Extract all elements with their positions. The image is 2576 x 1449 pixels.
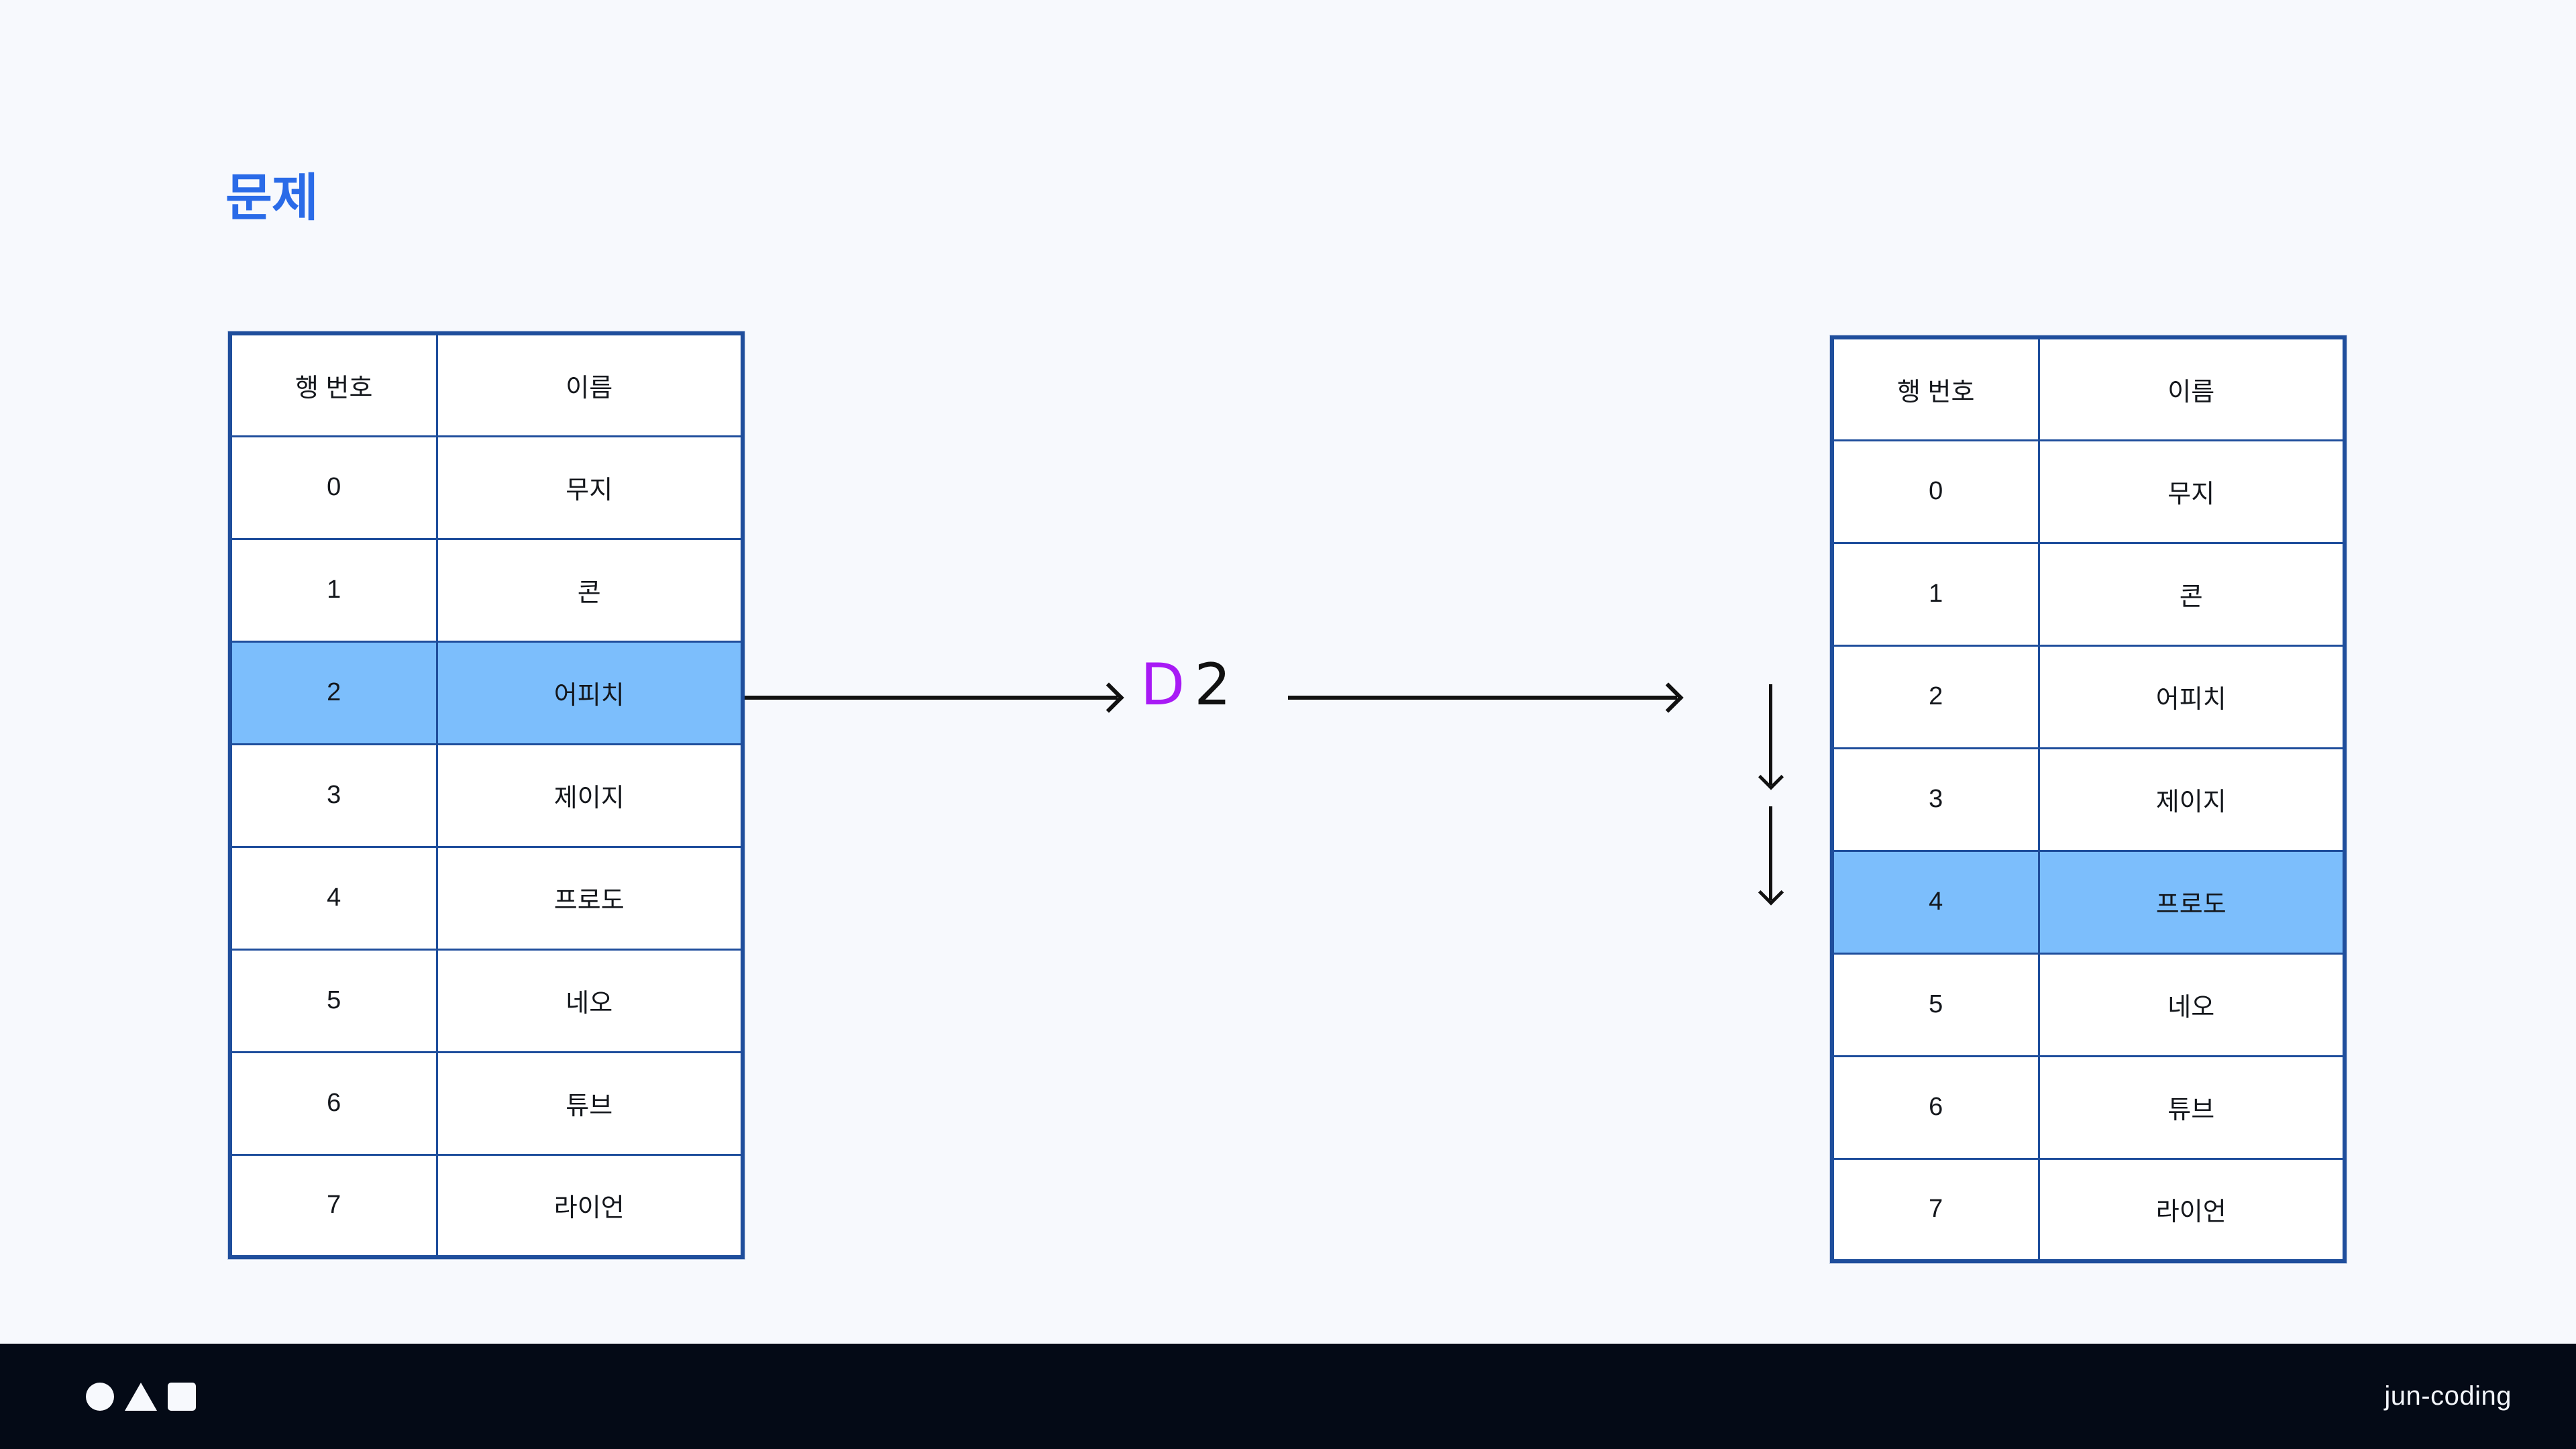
before-table-cell-name: 튜브 — [435, 1051, 744, 1156]
before-table-cell-row-number: 5 — [229, 948, 438, 1053]
circle-icon — [86, 1382, 114, 1411]
after-table-cell-row-number: 2 — [1831, 644, 2040, 749]
after-table-cell-row-number: 5 — [1831, 952, 2040, 1057]
page-title: 문제 — [225, 170, 319, 227]
square-icon — [168, 1382, 196, 1411]
after-table-cell-name: 무지 — [2037, 439, 2346, 544]
before-table-cell-row-number: 2 — [229, 640, 438, 745]
arrow-right-out-icon — [1288, 696, 1677, 700]
before-table-cell-row-number: 4 — [229, 845, 438, 951]
after-table-cell-row-number: 3 — [1831, 747, 2040, 852]
after-table-cell-row-number: 7 — [1831, 1157, 2040, 1263]
before-table-cell-row-number: 3 — [229, 743, 438, 848]
arrow-down-step-1-icon — [1769, 684, 1772, 785]
before-table-header-cell-row-number: 행 번호 — [229, 332, 438, 437]
footer-brand-label: jun-coding — [2384, 1381, 2512, 1411]
shift-arrows-group — [1758, 684, 1784, 900]
before-table-cell-name: 라이언 — [435, 1153, 744, 1258]
before-table-cell-name: 네오 — [435, 948, 744, 1053]
before-table-cell-row-number: 7 — [229, 1153, 438, 1258]
triangle-icon — [125, 1382, 157, 1411]
before-table-cell-row-number: 0 — [229, 435, 438, 540]
before-table-header-cell-name: 이름 — [435, 332, 744, 437]
after-table-cell-name: 제이지 — [2037, 747, 2346, 852]
after-table-cell-name: 튜브 — [2037, 1055, 2346, 1160]
before-table-cell-row-number: 1 — [229, 537, 438, 643]
footer-bar: jun-coding — [0, 1344, 2576, 1449]
before-table-cell-name: 프로도 — [435, 845, 744, 951]
before-table-cell-name: 무지 — [435, 435, 744, 540]
operation-letter: D — [1140, 651, 1185, 718]
before-table-cell-row-number: 6 — [229, 1051, 438, 1156]
after-table-header-cell-name: 이름 — [2037, 336, 2346, 441]
operation-value: 2 — [1194, 651, 1231, 718]
after-table-cell-name: 어피치 — [2037, 644, 2346, 749]
after-table-cell-row-number: 4 — [1831, 849, 2040, 955]
after-table-cell-row-number: 6 — [1831, 1055, 2040, 1160]
after-table-cell-name: 콘 — [2037, 541, 2346, 647]
before-table-cell-name: 어피치 — [435, 640, 744, 745]
arrow-down-step-2-icon — [1769, 806, 1772, 900]
brand-logo — [86, 1382, 196, 1411]
before-table-cell-name: 제이지 — [435, 743, 744, 848]
after-table-cell-name: 네오 — [2037, 952, 2346, 1057]
after-table-cell-name: 라이언 — [2037, 1157, 2346, 1263]
arrow-right-in-icon — [745, 696, 1118, 700]
after-table-cell-row-number: 1 — [1831, 541, 2040, 647]
after-table-header-cell-row-number: 행 번호 — [1831, 336, 2040, 441]
before-table-cell-name: 콘 — [435, 537, 744, 643]
after-table-cell-row-number: 0 — [1831, 439, 2040, 544]
after-table-cell-name: 프로도 — [2037, 849, 2346, 955]
